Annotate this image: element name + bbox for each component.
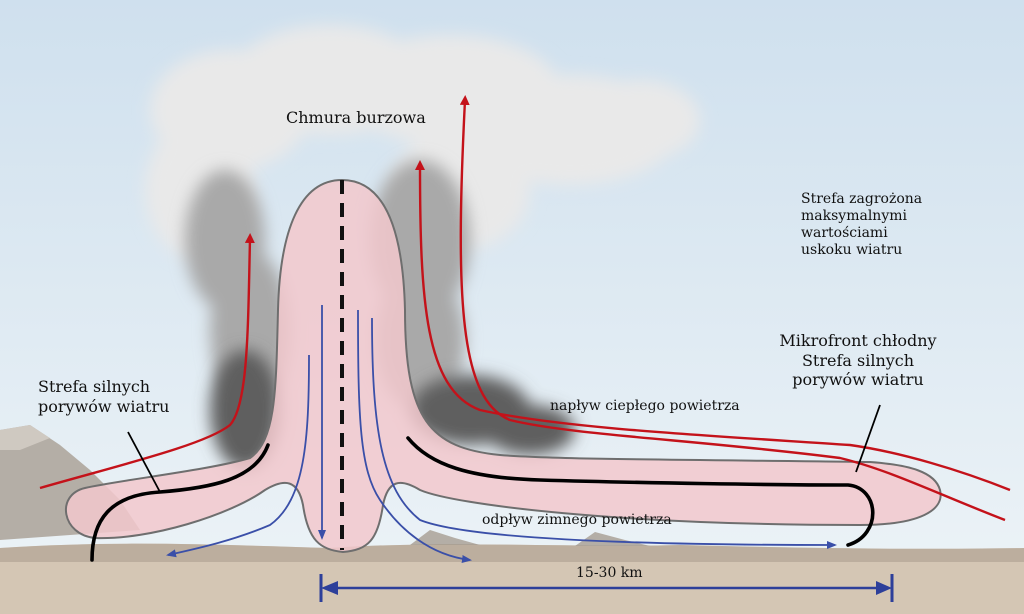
gust-zone-left-label: Strefa silnych porywów wiatru [38, 377, 169, 416]
threat-zone-line-1: Strefa zagrożona [801, 191, 923, 207]
cloud-label: Chmura burzowa [286, 108, 426, 127]
threat-zone-label: Strefa zagrożona maksymalnymi wartościam… [801, 191, 922, 259]
microfront-pointer [855, 404, 881, 473]
threat-zone-line-4: uskoku wiatru [801, 242, 903, 259]
cold-air-flow-arrows [166, 305, 837, 563]
warm-inflow-label: napływ ciepłego powietrza [550, 398, 740, 414]
downdraft-outflow-zone [64, 178, 942, 554]
gust-zone-left-line-2: porywów wiatru [38, 396, 170, 416]
gust-zone-left-line-1: Strefa silnych [38, 377, 151, 396]
distance-scale [319, 574, 894, 602]
left-gust-pointer [127, 431, 161, 493]
microfront-label: Mikrofront chłodny Strefa silnych porywó… [768, 331, 948, 390]
gust-front-lines [90, 436, 875, 562]
ground [0, 425, 1024, 614]
warm-air-flow-arrows [39, 95, 1011, 522]
distance-label: 15-30 km [576, 565, 643, 581]
microfront-line-1: Mikrofront chłodny [779, 331, 937, 350]
threat-zone-line-2: maksymalnymi [801, 208, 907, 225]
threat-zone-line-3: wartościami [801, 225, 888, 242]
microfront-line-2: Strefa silnych [801, 350, 915, 370]
microfront-line-3: porywów wiatru [792, 370, 924, 390]
cold-outflow-label: odpływ zimnego powietrza [482, 512, 672, 528]
